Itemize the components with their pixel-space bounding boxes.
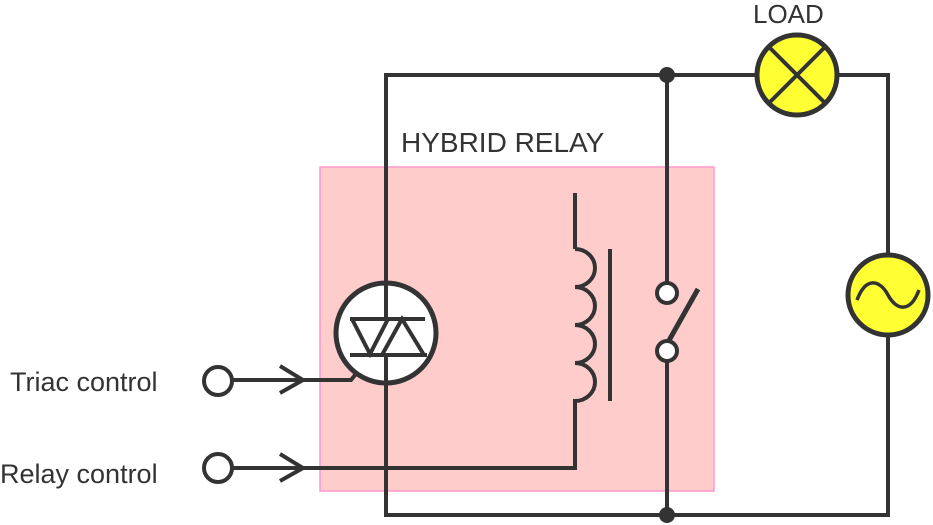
junction-dot-top	[659, 67, 675, 83]
right-upper-wire	[835, 73, 890, 257]
relay-control-label: Relay control	[0, 459, 158, 489]
triac-control-label: Triac control	[10, 367, 158, 397]
switch-icon	[655, 281, 701, 363]
ac-source-icon	[845, 252, 931, 338]
lamp-icon	[754, 32, 840, 118]
hybrid-relay-label: HYBRID RELAY	[401, 127, 605, 158]
bottom-wire	[384, 333, 890, 517]
arrow-right-icon	[278, 452, 307, 483]
top-wire	[384, 73, 759, 285]
triac-gate-wire	[231, 372, 358, 382]
triac-icon	[333, 280, 439, 386]
inductor-coil-icon	[573, 193, 612, 403]
arrow-right-icon	[278, 364, 307, 395]
load-label: LOAD	[753, 0, 824, 29]
triac-control-input[interactable]	[202, 364, 358, 397]
relay-control-input[interactable]	[202, 399, 577, 484]
relay-coil-wire	[231, 399, 577, 470]
junction-dot-bottom	[659, 507, 675, 523]
